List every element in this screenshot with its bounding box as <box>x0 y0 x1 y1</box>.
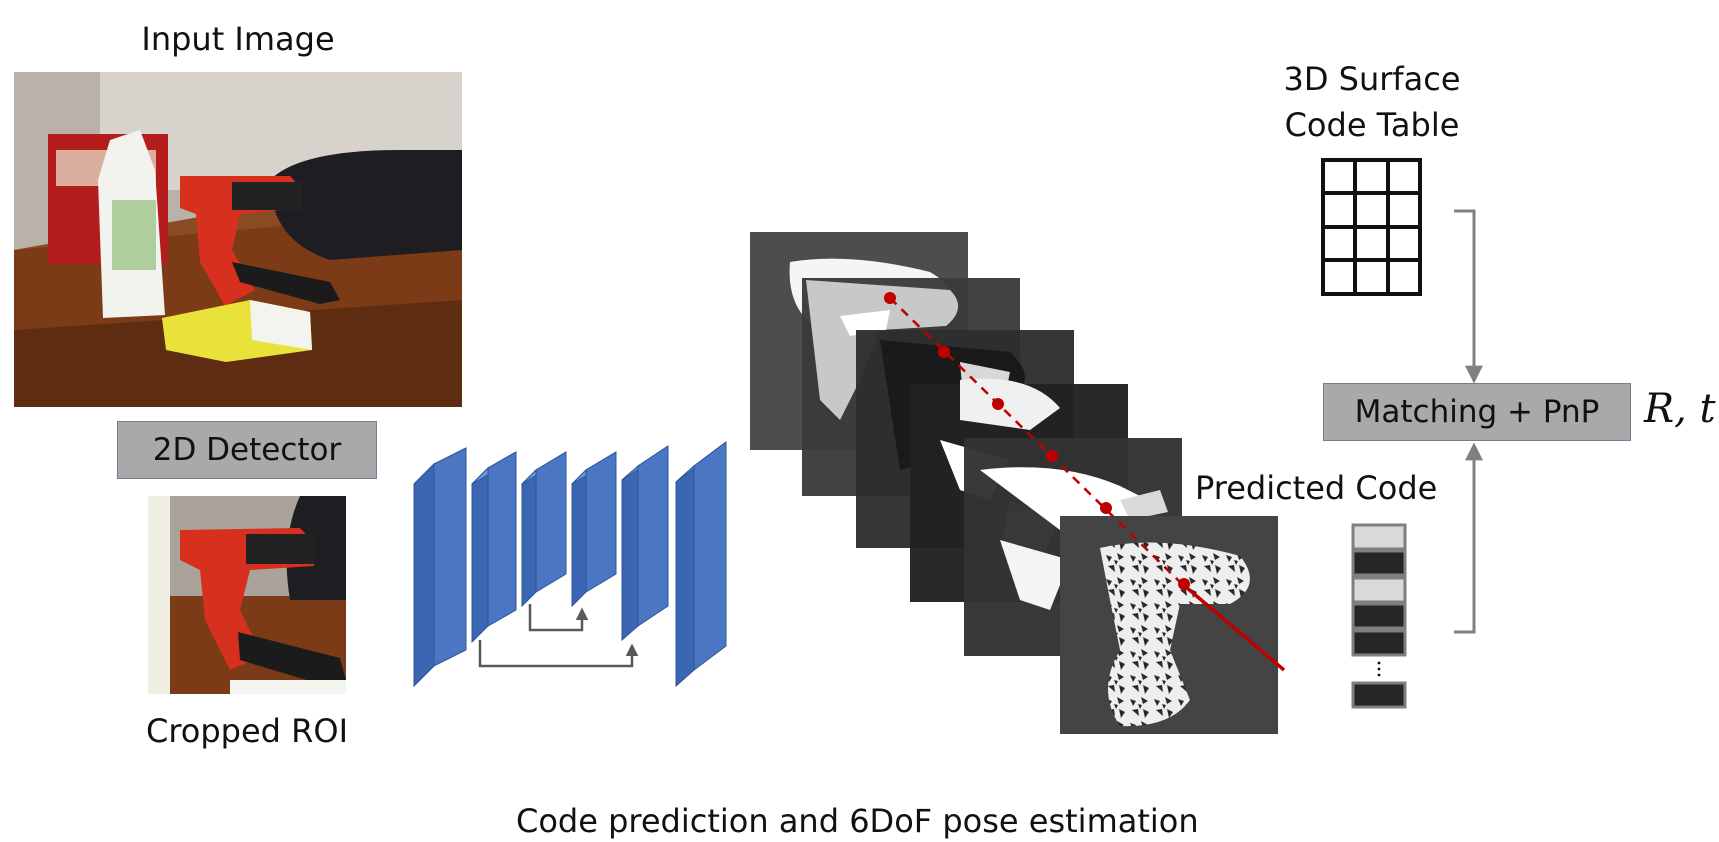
network-layer-6 <box>675 441 727 688</box>
code-bit <box>1351 549 1407 577</box>
input-image <box>14 72 462 407</box>
ray-point <box>1046 450 1058 462</box>
arrow-from-table <box>1454 209 1483 384</box>
skip-connections <box>478 604 639 668</box>
encoder-decoder-layers <box>413 441 727 688</box>
detector-label: 2D Detector <box>152 432 342 468</box>
code-bit <box>1351 681 1407 709</box>
pose-output-label: R, t <box>1644 386 1716 432</box>
ray-point <box>1178 578 1190 590</box>
code-bit <box>1351 602 1407 630</box>
input-image-label: Input Image <box>141 20 335 58</box>
ray-point <box>1100 502 1112 514</box>
matching-label: Matching + PnP <box>1354 394 1600 430</box>
surface-table-label-line1: 3D Surface <box>1283 60 1461 98</box>
ray-point <box>992 398 1004 410</box>
network-layer-2 <box>471 451 517 644</box>
code-bit <box>1351 576 1407 604</box>
code-stack-icon <box>1351 523 1407 709</box>
predicted-code-label: Predicted Code <box>1195 469 1438 507</box>
network-layer-3 <box>521 451 567 608</box>
surface-table-label-line2: Code Table <box>1284 106 1460 144</box>
cropped-roi-label: Cropped ROI <box>145 712 349 750</box>
skip-connection-outer <box>478 640 639 668</box>
code-bit <box>1351 629 1407 657</box>
ray-point <box>938 346 950 358</box>
network-layer-1 <box>413 447 467 688</box>
network-layer-4 <box>571 451 617 608</box>
skip-connection-inner <box>528 604 589 632</box>
detector-box: 2D Detector <box>117 421 377 479</box>
ray <box>884 292 1286 672</box>
cropped-roi-image <box>148 496 346 694</box>
grid-table-icon <box>1321 158 1422 296</box>
matching-box: Matching + PnP <box>1323 383 1631 441</box>
figure-caption: Code prediction and 6DoF pose estimation <box>516 802 1199 840</box>
arrow-from-code <box>1454 442 1483 634</box>
code-map-stack <box>750 232 1278 734</box>
code-bit <box>1351 523 1407 551</box>
code-map-6 <box>1060 516 1278 734</box>
ray-point <box>884 292 896 304</box>
network-layer-5 <box>621 445 669 642</box>
flow-arrows <box>1454 209 1483 634</box>
